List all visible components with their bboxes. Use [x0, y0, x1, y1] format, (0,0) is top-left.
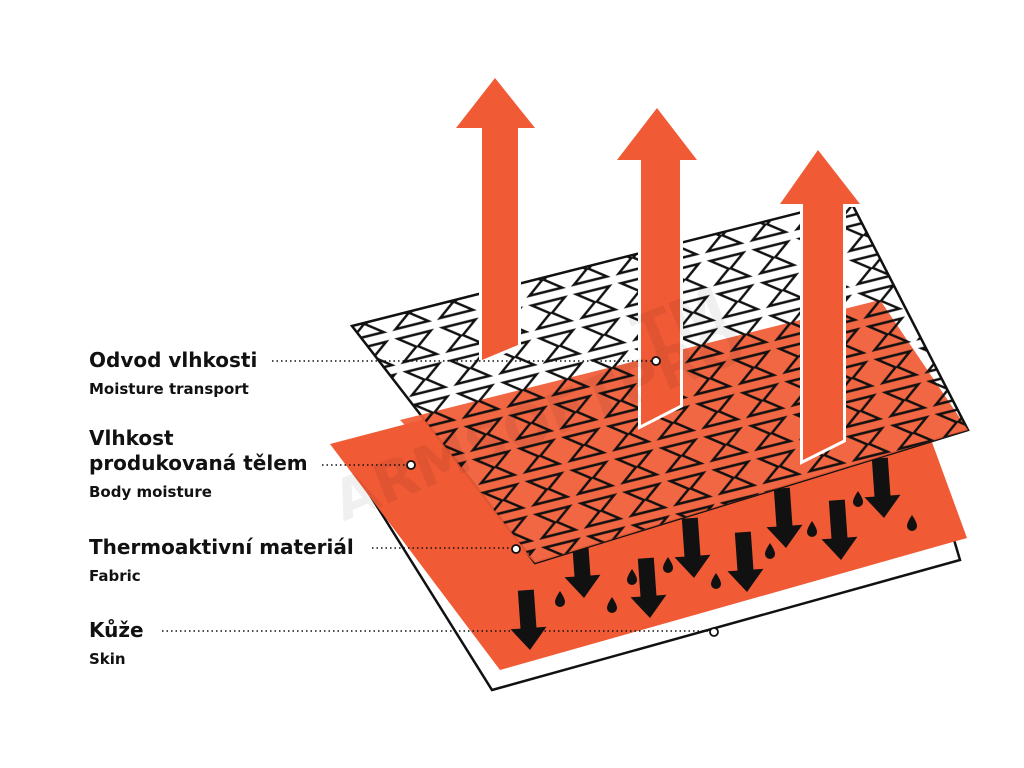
label-body-moisture-main-2: produkovaná tělem: [89, 451, 308, 475]
dot-moisture-transport: [651, 356, 661, 366]
label-moisture-transport-sub: Moisture transport: [89, 380, 249, 398]
leader-dots: [406, 356, 719, 637]
label-fabric-sub: Fabric: [89, 567, 141, 585]
label-body-moisture-main-1: Vlhkost: [89, 426, 174, 450]
label-body-moisture-sub: Body moisture: [89, 483, 212, 501]
label-fabric: Thermoaktivní materiál Fabric: [89, 535, 354, 586]
dot-skin: [709, 627, 719, 637]
dot-fabric: [511, 544, 521, 554]
label-skin-sub: Skin: [89, 650, 126, 668]
label-body-moisture: Vlhkost produkovaná tělem Body moisture: [89, 426, 308, 502]
dot-body-moisture: [406, 460, 416, 470]
label-skin-main: Kůže: [89, 618, 144, 642]
label-skin: Kůže Skin: [89, 618, 144, 669]
moisture-transport-arrows: [449, 73, 867, 465]
label-moisture-transport-main: Odvod vlhkosti: [89, 348, 258, 372]
label-moisture-transport: Odvod vlhkosti Moisture transport: [89, 348, 257, 399]
label-fabric-main: Thermoaktivní materiál: [89, 535, 354, 559]
leader-lines: [162, 360, 710, 632]
